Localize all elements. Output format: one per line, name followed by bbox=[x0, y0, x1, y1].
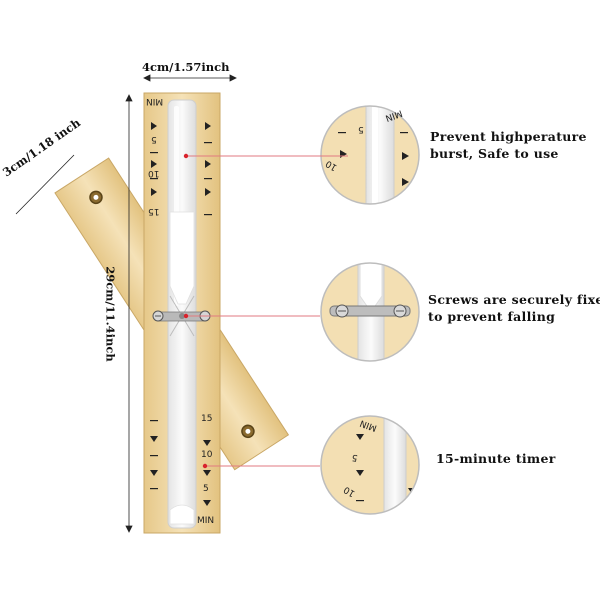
callout-timer: 15-minute timer bbox=[436, 450, 556, 467]
scale-label-bottom: 10 bbox=[201, 450, 213, 460]
callout-line: to prevent falling bbox=[428, 309, 556, 324]
zoom-scale-label: 5 bbox=[358, 124, 364, 134]
pointer-lines bbox=[183, 153, 320, 469]
callout-line: Prevent highperature bbox=[430, 129, 587, 144]
scale-label-top: 15 bbox=[148, 206, 160, 216]
dimension-lines bbox=[15, 74, 237, 533]
callout-line: Screws are securely fixed bbox=[428, 292, 600, 307]
scale-label-bottom: MIN bbox=[197, 516, 215, 526]
zoom-circle-bottom bbox=[320, 415, 420, 515]
zoom-circle-middle bbox=[320, 262, 420, 362]
callout-line: burst, Safe to use bbox=[430, 146, 559, 161]
sand bbox=[169, 211, 195, 305]
width-dimension-label: 4cm/1.57inch bbox=[142, 60, 230, 74]
callout-screws: Screws are securely fixed to prevent fal… bbox=[428, 291, 600, 325]
callout-line: 15-minute timer bbox=[436, 451, 556, 466]
zoom-circle-top bbox=[320, 105, 420, 205]
scale-label-bottom: 15 bbox=[201, 414, 213, 424]
hourglass-frame bbox=[143, 92, 221, 534]
height-dimension-label: 29cm/11.4inch bbox=[103, 266, 118, 362]
scale-label-top: MIN bbox=[146, 96, 164, 106]
scale-label-bottom: 5 bbox=[203, 484, 209, 494]
scale-label-top: 5 bbox=[151, 134, 157, 144]
callout-heat-resistant: Prevent highperature burst, Safe to use bbox=[430, 128, 587, 162]
scale-label-top: 10 bbox=[148, 168, 160, 178]
